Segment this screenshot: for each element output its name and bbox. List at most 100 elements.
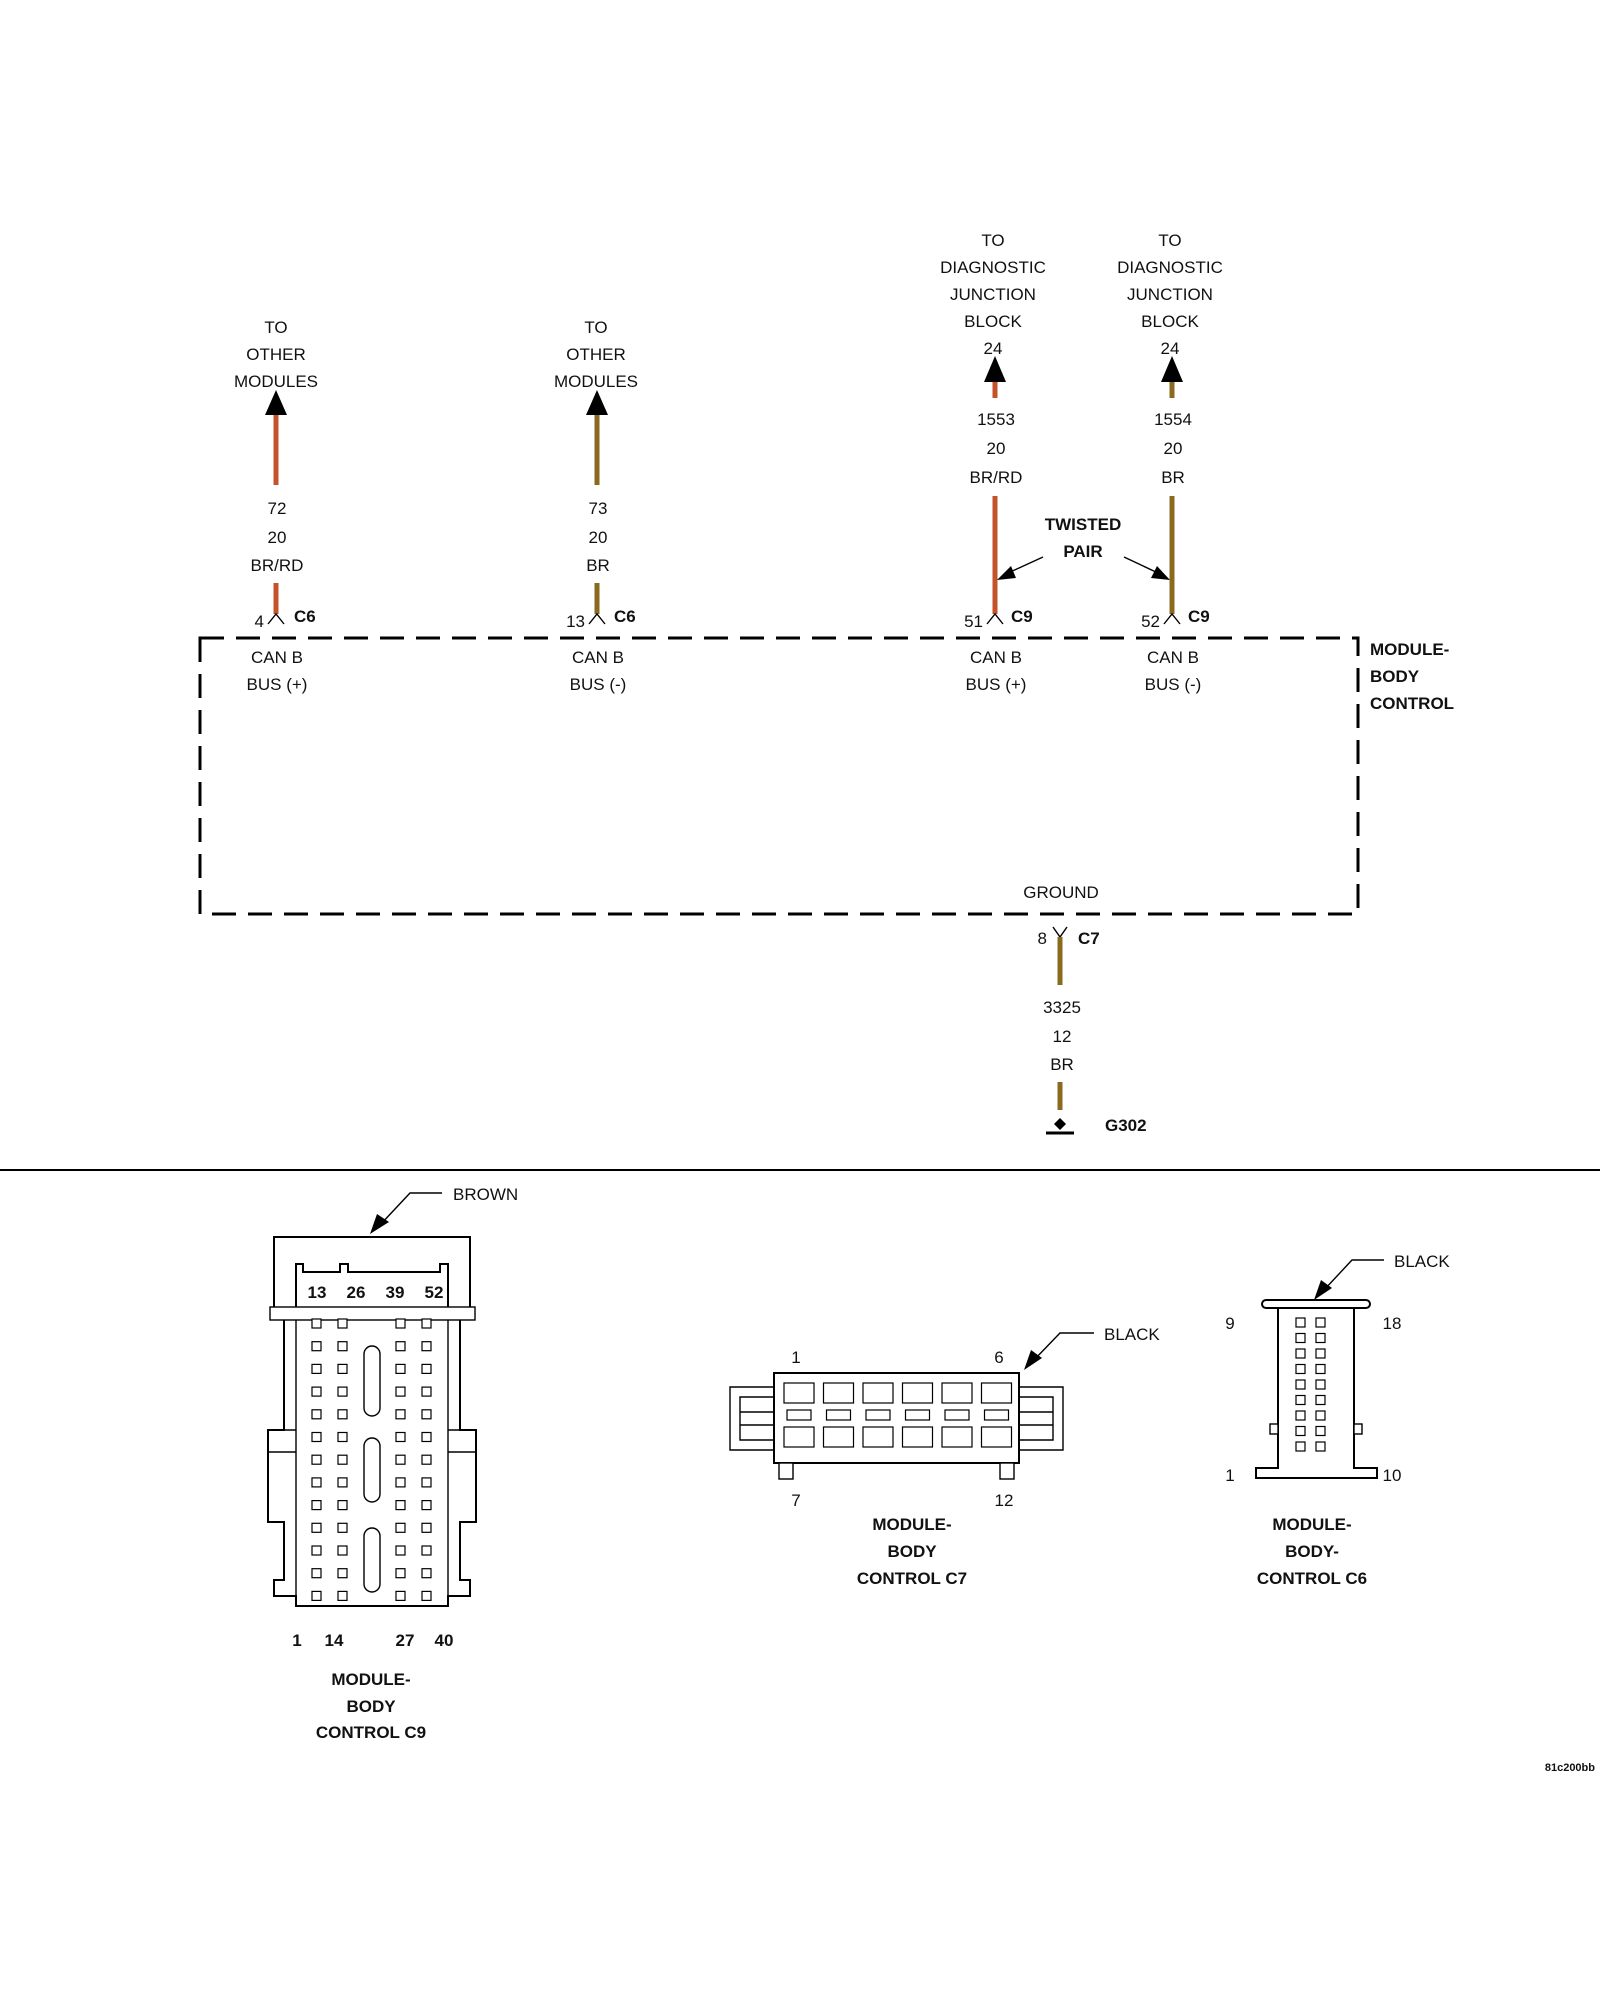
cavity (421, 1431, 432, 1443)
connector-id: C6 (614, 607, 636, 626)
arrow-up-icon (265, 390, 287, 415)
cavity (1315, 1425, 1326, 1437)
cavity (395, 1522, 406, 1533)
pin-label: 52 (425, 1283, 444, 1302)
wire-number: 1554 (1154, 410, 1192, 429)
cavity (421, 1363, 432, 1375)
cavity (901, 1382, 934, 1404)
color-callout: BROWN (453, 1185, 518, 1204)
cavity (941, 1426, 973, 1448)
pin-label: 39 (386, 1283, 405, 1302)
pin-label: 6 (994, 1348, 1003, 1367)
pin-label: 40 (435, 1631, 454, 1650)
cavity-lock (865, 1409, 891, 1421)
cavity (311, 1363, 322, 1375)
connector-id: C9 (1011, 607, 1033, 626)
connector-side-latch (1019, 1386, 1064, 1451)
connector-title: CONTROL C6 (1257, 1569, 1367, 1588)
cavity (337, 1341, 348, 1352)
cavity (421, 1386, 432, 1397)
connector-side-tab (1353, 1423, 1363, 1435)
pin-terminal-icon (1163, 612, 1181, 625)
module-label: BODY (1370, 667, 1420, 686)
pin-label: 14 (325, 1631, 344, 1650)
cavity (1295, 1425, 1306, 1437)
connector-housing (773, 1372, 1020, 1464)
circuit-ground: GROUND 8 C7 3325 12 BR G302 (1023, 883, 1146, 1135)
cavity (311, 1545, 322, 1556)
cavity (311, 1318, 322, 1329)
cavity-lock (904, 1409, 931, 1421)
dest-line: TO (584, 318, 607, 337)
dest-line: OTHER (246, 345, 306, 364)
cavity (1295, 1363, 1306, 1375)
pin-label: 10 (1383, 1466, 1402, 1485)
connector-title: CONTROL C7 (857, 1569, 967, 1588)
connector-side-tab (1269, 1423, 1279, 1435)
arrow-icon (1314, 1280, 1332, 1300)
cavity (421, 1454, 432, 1465)
cavity (311, 1477, 322, 1488)
connector-housing (267, 1320, 477, 1607)
signal-name: BUS (+) (247, 675, 308, 694)
connector-side-ribs (268, 1429, 476, 1453)
cavity (1295, 1348, 1306, 1359)
connector-housing (1255, 1308, 1378, 1479)
cavity (1315, 1363, 1326, 1375)
module-outline (198, 636, 1360, 916)
connector-foot (999, 1462, 1015, 1480)
cavity (337, 1409, 348, 1420)
pin-number: 8 (1038, 929, 1047, 948)
dest-line: BLOCK (1141, 312, 1199, 331)
cavity (1315, 1410, 1326, 1421)
connector-title: MODULE- (1272, 1515, 1351, 1534)
cavity (421, 1590, 432, 1602)
pin-label: 12 (995, 1491, 1014, 1510)
connector-title: BODY- (1285, 1542, 1339, 1561)
twisted-pair-label: PAIR (1063, 542, 1102, 561)
connector-title: CONTROL C9 (316, 1723, 426, 1742)
cavity (862, 1426, 894, 1448)
connector-c7-view: BLACK 1 6 7 12 MODULE- BODY CONTROL C7 (729, 1325, 1160, 1588)
cavity (395, 1363, 406, 1375)
arrow-icon (997, 566, 1016, 580)
connector-inner-walls (295, 1320, 449, 1596)
dest-line: OTHER (566, 345, 626, 364)
cavity (395, 1545, 406, 1556)
cavity-grid (783, 1382, 1013, 1448)
cavity (395, 1477, 406, 1488)
cavity (395, 1590, 406, 1602)
module-label: MODULE- (1370, 640, 1449, 659)
connector-c9-view: BROWN 13 26 39 52 1 14 27 40 MODULE- BOD… (267, 1185, 518, 1742)
cavity (421, 1545, 432, 1556)
wire-gauge: 20 (987, 439, 1006, 458)
cavity (941, 1382, 973, 1404)
signal-name: CAN B (1147, 648, 1199, 667)
pin-label: 7 (791, 1491, 800, 1510)
dest-line: 24 (984, 339, 1003, 358)
cavity (822, 1382, 855, 1404)
circuit-73: TO OTHER MODULES 73 20 BR 13 C6 CAN B BU… (554, 318, 638, 694)
connector-top-flange (1261, 1299, 1371, 1309)
wire-number: 72 (268, 499, 287, 518)
callout-leader (1007, 556, 1044, 574)
cavity (1295, 1332, 1306, 1344)
cavity (311, 1454, 322, 1465)
cavity (980, 1382, 1013, 1404)
callout-leader (1123, 556, 1159, 574)
ground-icon (1046, 1118, 1074, 1135)
arrow-icon (1151, 566, 1170, 580)
wire-gauge: 12 (1053, 1027, 1072, 1046)
connector-title: BODY (887, 1542, 937, 1561)
twisted-pair-label: TWISTED (1045, 515, 1122, 534)
dest-line: BLOCK (964, 312, 1022, 331)
wire-gauge: 20 (589, 528, 608, 547)
cavity (311, 1409, 322, 1420)
cavity-grid (311, 1318, 432, 1602)
connector-title: MODULE- (872, 1515, 951, 1534)
pin-label: 1 (292, 1631, 301, 1650)
cavity (1295, 1410, 1306, 1421)
cavity (337, 1499, 348, 1511)
connector-title: MODULE- (331, 1670, 410, 1689)
signal-name: CAN B (251, 648, 303, 667)
